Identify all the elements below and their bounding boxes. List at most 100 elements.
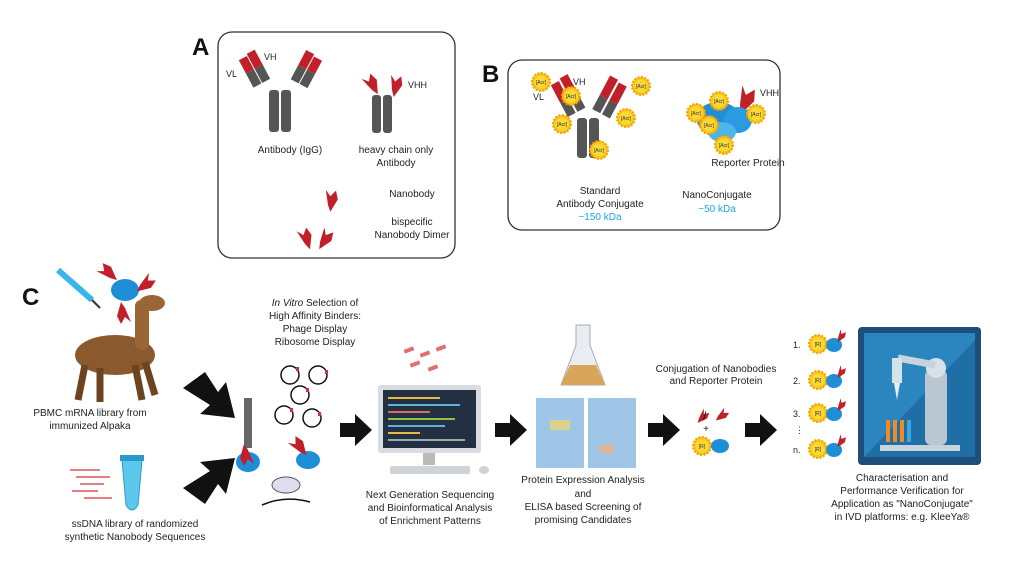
computer-icon [378,344,489,474]
characterisation-label-3: Application as "NanoConjugate" [831,499,973,510]
nanobody-dimer-icon [296,225,337,252]
ngs-label-3: of Enrichment Patterns [379,516,481,527]
elisa-plate-icon [536,398,636,468]
selection-label-1: In Vitro Selection of [272,298,359,309]
selection-label-2: High Affinity Binders: [269,311,361,322]
slash-text: / [703,409,707,423]
ssdna-label-2: synthetic Nanobody Sequences [65,532,206,543]
phage-display-icon [236,365,328,506]
characterisation-label-1: Characterisation and [856,473,948,484]
syringe-icon [56,267,101,309]
vhh-label-b: VHH [760,88,779,98]
selection-text: Selection of [303,298,358,309]
panel-b: B [Acr] [Acr] [Acr] [Acr] [Acr] [Acr] VL… [482,59,785,231]
expression-label-1: Protein Expression Analysis [521,475,644,486]
conjugation-components-icon: / + [R] [692,406,731,456]
nanoconjugate-icon: [Acr] [Acr] [Acr] [Acr] [Acr] [686,83,766,155]
hcab-label-1: heavy chain only [359,145,434,156]
flask-icon [560,324,606,386]
acr-tag: [Acr] [636,84,647,90]
vl-label-b: VL [533,92,544,102]
nanobody-icon [320,187,340,213]
vhh-label: VHH [408,80,427,90]
conjugation-label-1: Conjugation of Nanobodies [656,364,777,375]
vh-label-b: VH [573,77,586,87]
list-marker: ⋮ [795,425,804,435]
acr-tag: [Acr] [566,94,577,100]
arrow-icon [183,372,235,418]
expression-label-2: and [575,489,592,500]
acr-tag: [Acr] [557,122,568,128]
ngs-label-1: Next Generation Sequencing [366,490,494,501]
igg-label: Antibody (IgG) [258,145,322,156]
antigen-antibody-icon [95,260,158,324]
reporter-tag: [R] [815,342,822,348]
acr-tag: [Acr] [719,143,730,149]
list-marker: 2. [793,376,801,386]
alpaka-label-1: PBMC mRNA library from [33,408,146,419]
acr-tag: [Acr] [594,148,605,154]
nanoconjugate-candidates-list: 1. 2. 3. ⋮ n. [R] [R] [R] [R] [793,328,848,459]
ivd-instrument-icon [858,327,981,465]
flow-arrows [183,372,777,504]
acr-tag: [Acr] [691,111,702,117]
selection-label-4: Ribosome Display [275,337,356,348]
acr-tag: [Acr] [751,112,762,118]
dimer-label-1: bispecific [391,217,432,228]
reporter-tag: [R] [815,447,822,453]
reporter-tag: [R] [699,444,706,450]
ngs-label-2: and Bioinformatical Analysis [368,503,493,514]
standard-mass: ~150 kDa [578,212,622,223]
nanoconjugate-label: NanoConjugate [682,190,752,201]
reporter-tag: [R] [815,378,822,384]
acr-tag: [Acr] [714,99,725,105]
standard-label-1: Standard [580,186,621,197]
heavy-chain-antibody-icon [360,72,405,133]
list-marker: 1. [793,340,801,350]
list-marker: 3. [793,409,801,419]
expression-label-4: promising Candidates [535,515,632,526]
ssdna-strands-icon [70,469,112,499]
arrow-icon [495,414,527,446]
vh-label: VH [264,52,277,62]
reporter-protein-label: Reporter Protein [711,158,784,169]
panel-b-frame [507,59,781,231]
conjugation-label-2: and Reporter Protein [670,376,763,387]
nanoconjugate-item: [R] [808,328,848,354]
acr-tag: [Acr] [621,116,632,122]
igg-antibody-icon [238,49,323,132]
antibody-conjugate-icon: [Acr] [Acr] [Acr] [Acr] [Acr] [Acr] [531,72,651,160]
panel-c: C PBMC mRNA library from immunized Alpak… [22,260,981,543]
vl-label: VL [226,69,237,79]
expression-label-3: ELISA based Screening of [525,502,642,513]
plus-text: + [703,424,709,435]
list-marker: n. [793,445,801,455]
panel-b-letter: B [482,61,499,88]
in-vitro-text: In Vitro [272,298,304,309]
reporter-tag: [R] [815,411,822,417]
characterisation-label-4: in IVD platforms: e.g. KleeYa® [834,512,970,523]
selection-label-3: Phage Display [283,324,347,335]
nanoconjugate-item: [R] [808,364,848,390]
panel-a-letter: A [192,34,209,61]
standard-label-2: Antibody Conjugate [556,199,644,210]
panel-c-letter: C [22,284,39,311]
arrow-icon [183,458,235,504]
panel-a: A VL VH Antibody (IgG) VHH heavy chain o… [192,31,456,259]
nanoconjugate-item: [R] [808,397,848,423]
ssdna-label-1: ssDNA library of randomized [72,519,199,530]
arrow-icon [340,414,372,446]
panel-a-frame [217,31,456,259]
nanoconjugate-mass: ~50 kDa [698,204,736,215]
characterisation-label-2: Performance Verification for [840,486,964,497]
acr-tag: [Acr] [536,80,547,86]
alpaca-icon [74,295,165,402]
dimer-label-2: Nanobody Dimer [374,230,450,241]
test-tube-icon [120,455,144,511]
acr-tag: [Acr] [704,123,715,129]
nanoconjugate-item: [R] [808,433,848,459]
arrow-icon [648,414,680,446]
hcab-label-2: Antibody [377,158,416,169]
alpaka-label-2: immunized Alpaka [49,421,131,432]
